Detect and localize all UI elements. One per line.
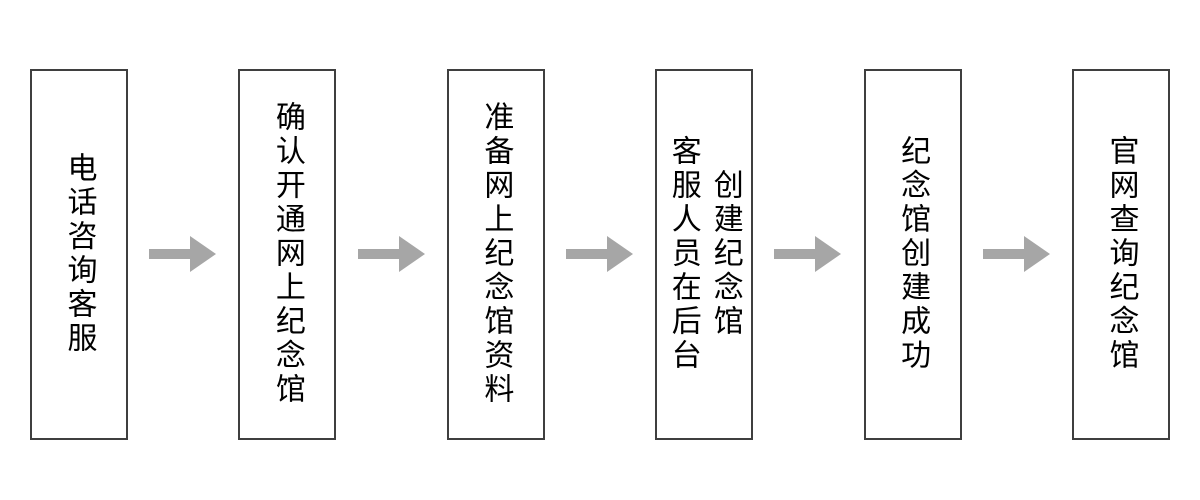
flow-step-1-label: 电话咨询客服 bbox=[62, 152, 96, 356]
flow-arrow-4 bbox=[753, 234, 863, 274]
flowchart-row: 电话咨询客服 确认开通网上纪念馆 准备网上纪念馆资料 客服人员在后台 创建纪念馆 bbox=[30, 68, 1171, 440]
flow-arrow-2 bbox=[336, 234, 446, 274]
flow-step-1: 电话咨询客服 bbox=[30, 68, 128, 440]
right-arrow-icon bbox=[982, 236, 1050, 272]
flow-step-2: 确认开通网上纪念馆 bbox=[238, 68, 337, 440]
flow-step-3-label: 准备网上纪念馆资料 bbox=[479, 101, 513, 407]
flow-arrow-1 bbox=[128, 234, 238, 274]
flow-step-6-label: 官网查询纪念馆 bbox=[1104, 135, 1138, 373]
flow-arrow-3 bbox=[545, 234, 655, 274]
flow-step-4: 客服人员在后台 创建纪念馆 bbox=[655, 68, 754, 440]
flow-step-4-label-line-1: 客服人员在后台 bbox=[666, 135, 700, 373]
right-arrow-icon bbox=[357, 236, 425, 272]
flow-step-5-label: 纪念馆创建成功 bbox=[896, 135, 930, 373]
flow-step-2-label: 确认开通网上纪念馆 bbox=[270, 101, 304, 407]
right-arrow-icon bbox=[566, 236, 634, 272]
flow-step-4-label-line-2: 创建纪念馆 bbox=[708, 169, 742, 339]
flow-arrow-5 bbox=[962, 234, 1072, 274]
right-arrow-icon bbox=[149, 236, 217, 272]
flow-step-6: 官网查询纪念馆 bbox=[1072, 68, 1171, 440]
flow-step-3: 准备网上纪念馆资料 bbox=[446, 68, 545, 440]
right-arrow-icon bbox=[774, 236, 842, 272]
flow-step-5: 纪念馆创建成功 bbox=[863, 68, 962, 440]
